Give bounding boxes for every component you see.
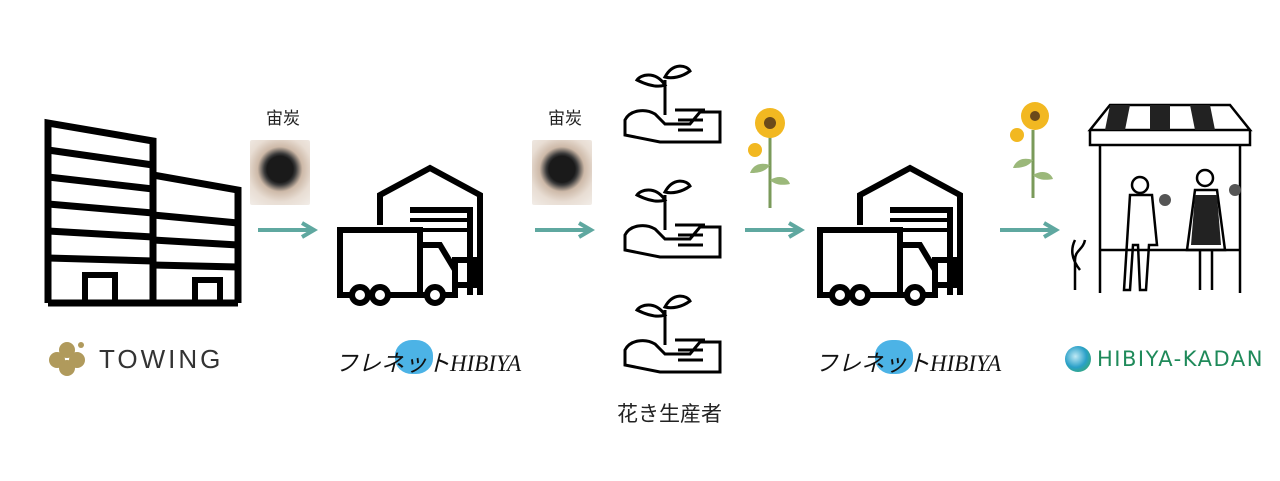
hibiya-kadan-logo-mark xyxy=(1065,346,1091,372)
arrow-icon xyxy=(1000,221,1060,239)
warehouse-truck-icon xyxy=(337,164,483,306)
flower-shop-icon xyxy=(1071,103,1253,293)
sunflower-icon xyxy=(1010,102,1053,198)
frenet-hibiya-logo-text: フレネットHIBIYA xyxy=(335,351,522,376)
sunflower-icon xyxy=(748,108,790,208)
towing-logo-mark xyxy=(49,342,85,376)
charcoal-photo-2 xyxy=(532,140,592,205)
towing-logo-text: TOWING xyxy=(99,343,224,374)
arrow-icon xyxy=(745,221,805,239)
growers-label: 花き生産者 xyxy=(617,402,722,426)
frenet-hibiya-logo: フレネットHIBIYA xyxy=(815,340,1010,376)
frenet-hibiya-logo: フレネットHIBIYA xyxy=(335,340,530,376)
arrow-icon xyxy=(258,221,318,239)
grower-hand-seedling-icon xyxy=(623,179,722,259)
frenet-hibiya-logo-text: フレネットHIBIYA xyxy=(815,351,1002,376)
grower-hand-seedling-icon xyxy=(623,64,722,144)
charcoal-photo-1 xyxy=(250,140,310,205)
hibiya-kadan-logo: HIBIYA-KADAN xyxy=(1065,346,1264,372)
grower-hand-seedling-icon xyxy=(623,294,722,374)
arrow-icon xyxy=(535,221,595,239)
towing-logo: TOWING xyxy=(47,340,223,378)
hibiya-kadan-logo-text: HIBIYA-KADAN xyxy=(1097,347,1264,371)
warehouse-truck-icon xyxy=(817,164,963,306)
charcoal-label-2: 宙炭 xyxy=(548,109,582,129)
office-building-icon xyxy=(44,118,242,307)
charcoal-label-1: 宙炭 xyxy=(266,109,300,129)
